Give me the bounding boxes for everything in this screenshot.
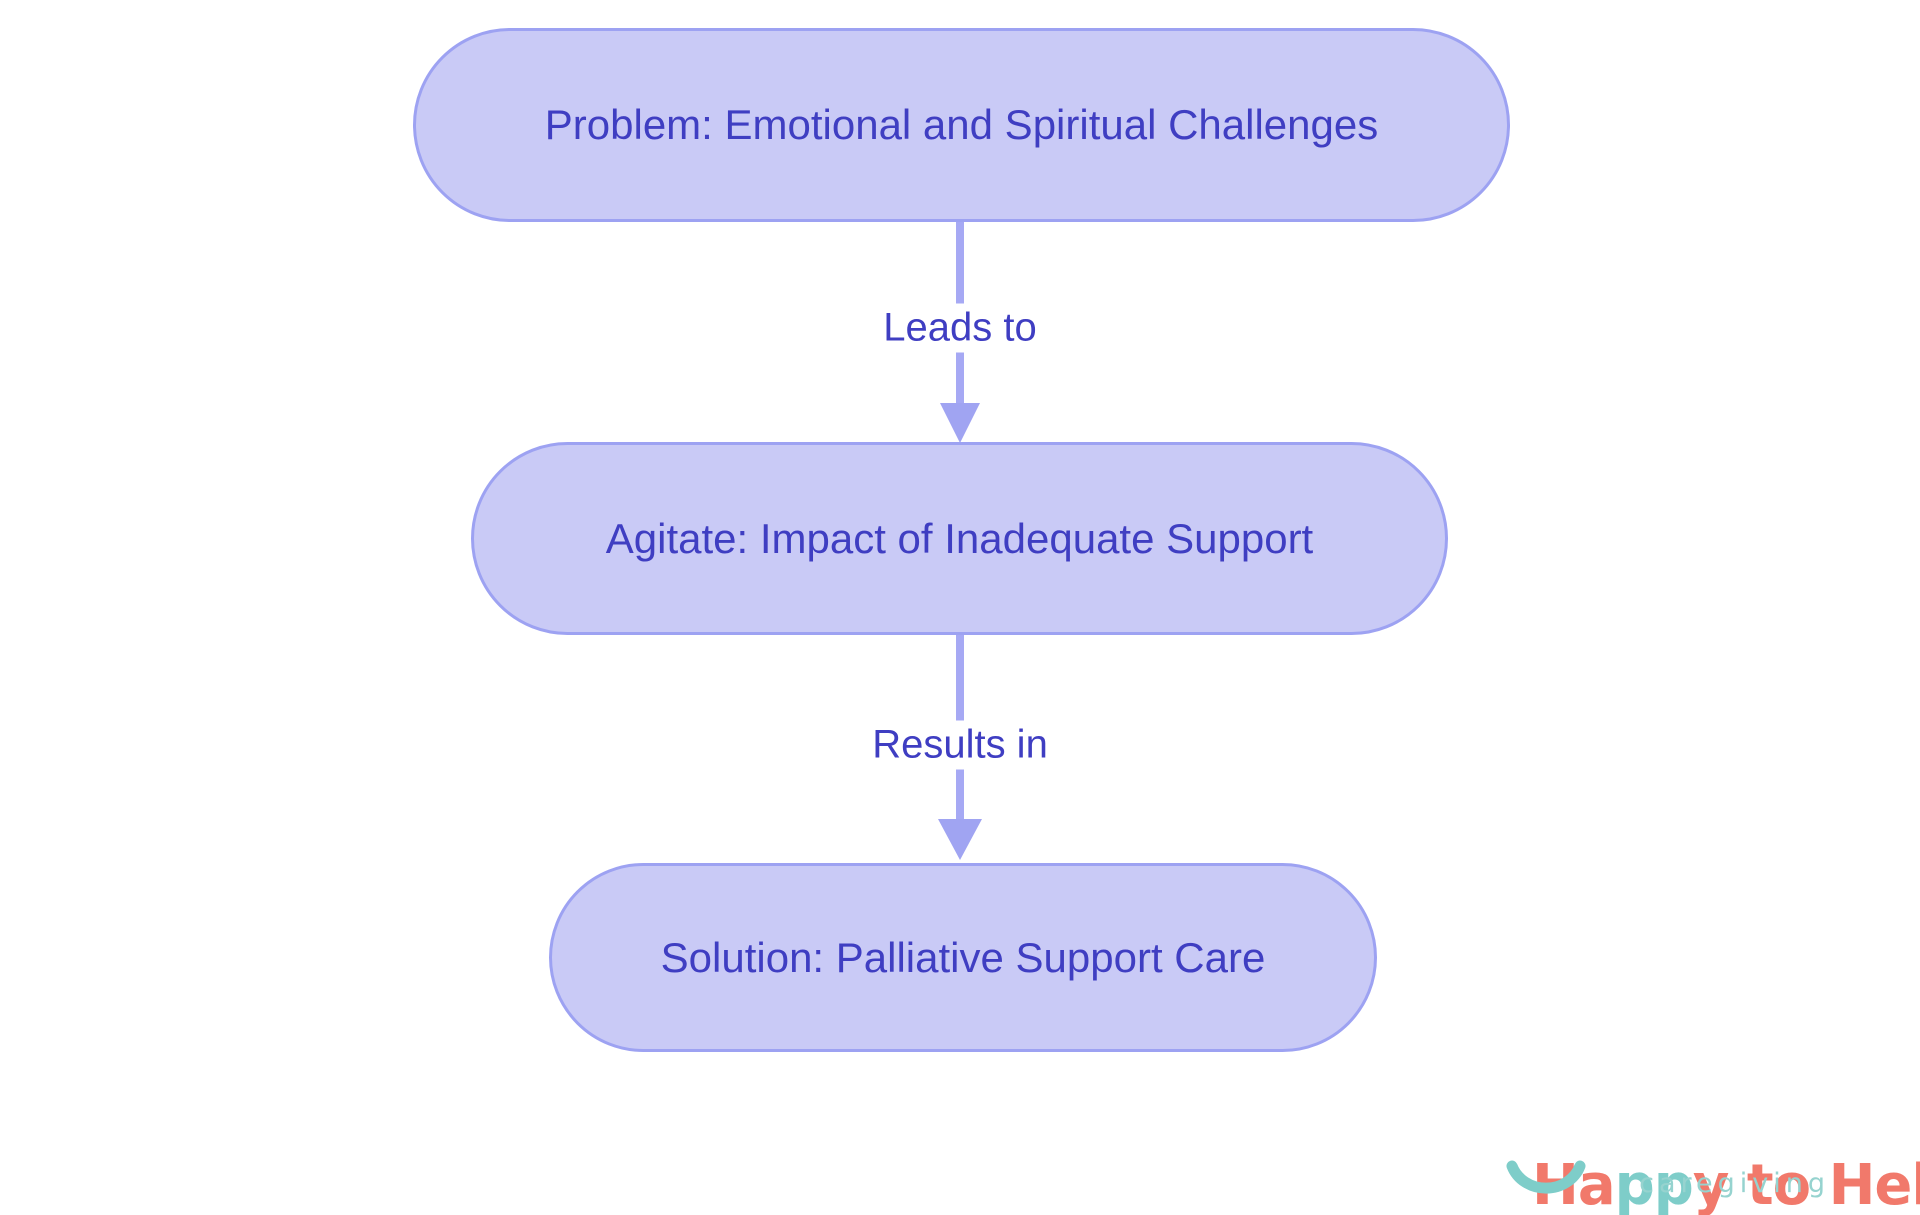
smile-icon bbox=[1506, 1160, 1586, 1194]
node-agitate: Agitate: Impact of Inadequate Support bbox=[471, 442, 1448, 635]
node-problem: Problem: Emotional and Spiritual Challen… bbox=[413, 28, 1510, 222]
logo-tagline: caregiving bbox=[1639, 1168, 1830, 1199]
edge-label-results-in: Results in bbox=[860, 720, 1060, 770]
logo-text-pp: pp bbox=[1614, 1153, 1694, 1215]
logo-text-to-help: to Help bbox=[1746, 1153, 1920, 1215]
logo-text-y: y bbox=[1692, 1153, 1730, 1215]
node-problem-label: Problem: Emotional and Spiritual Challen… bbox=[544, 101, 1379, 148]
node-agitate-label: Agitate: Impact of Inadequate Support bbox=[605, 514, 1314, 562]
node-solution: Solution: Palliative Support Care bbox=[549, 863, 1377, 1052]
edge-label-leads-to: Leads to bbox=[871, 303, 1049, 353]
node-solution-label: Solution: Palliative Support Care bbox=[660, 933, 1266, 981]
arrowhead-icon bbox=[940, 403, 980, 443]
arrowhead-icon bbox=[938, 819, 982, 860]
happy-to-help-logo: Happy to Help caregiving bbox=[1421, 1102, 1920, 1215]
